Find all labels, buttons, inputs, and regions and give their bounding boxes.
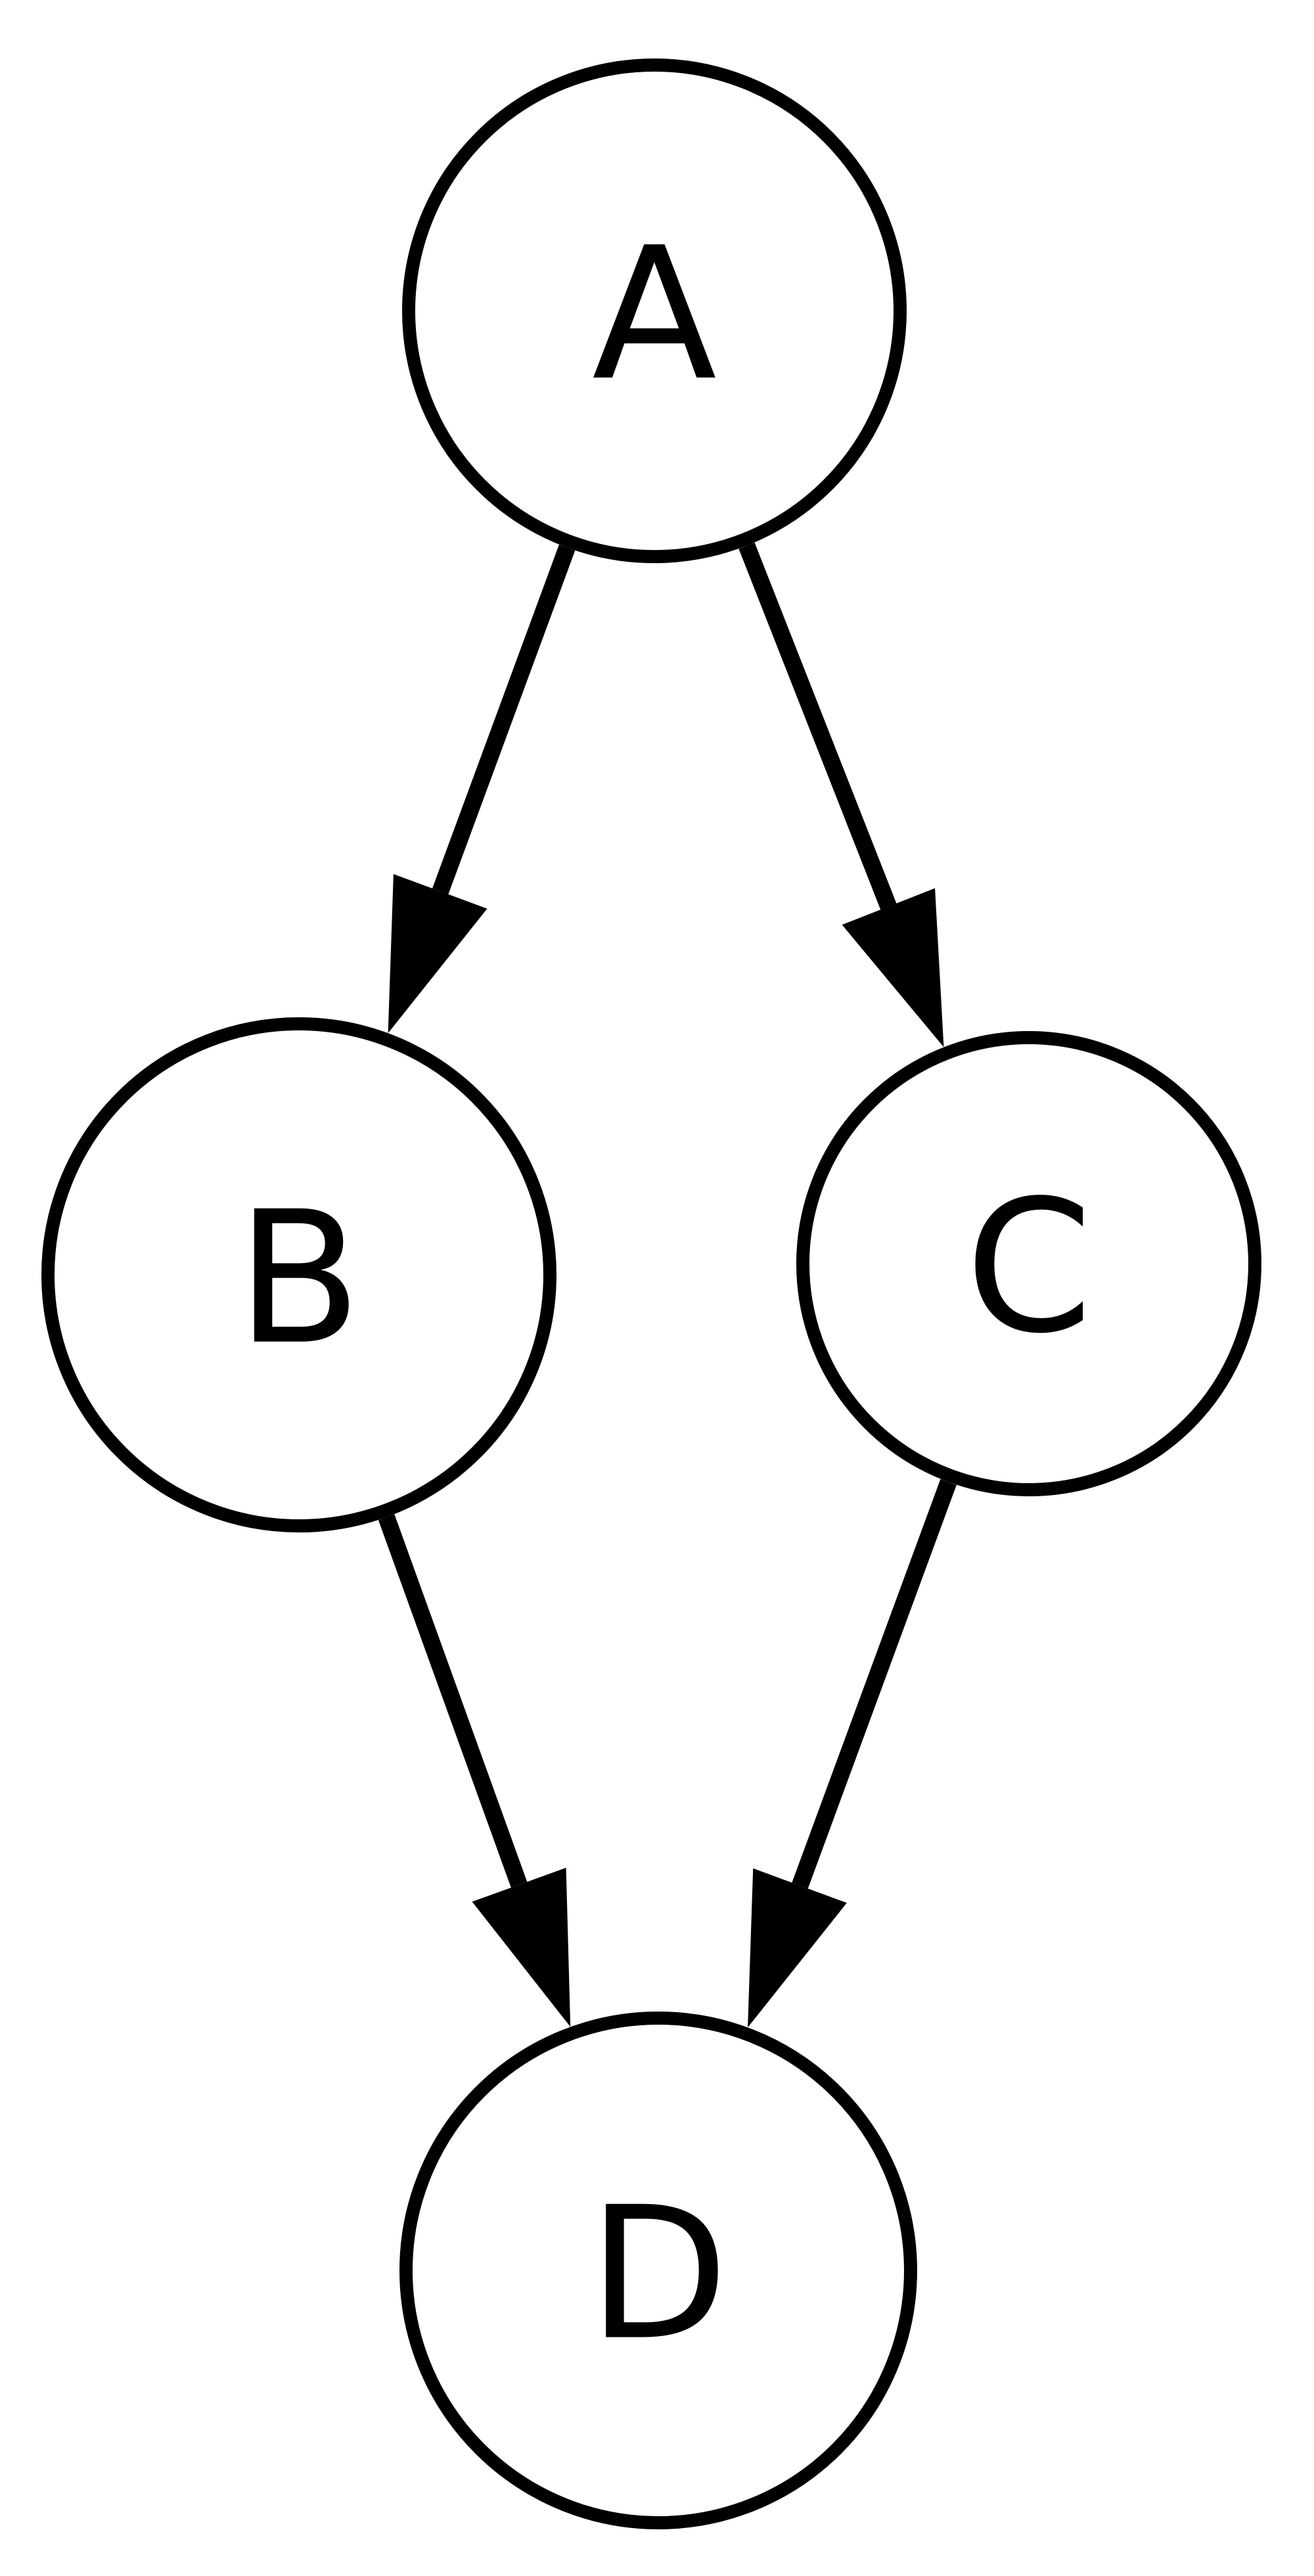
- edge-B-D-line: [378, 1514, 528, 1888]
- node-A-circle: [402, 58, 907, 563]
- node-C-label: C: [965, 1161, 1093, 1373]
- node-B-label: B: [237, 1172, 362, 1385]
- edge-A-B: [388, 544, 576, 1034]
- edge-A-C-line: [738, 542, 897, 910]
- node-B: B: [41, 1017, 556, 1532]
- arrowhead-A-C-icon: [842, 888, 944, 1047]
- arrowhead-A-B-icon: [388, 874, 487, 1034]
- node-C-circle: [796, 1031, 1261, 1496]
- node-D: D: [399, 2012, 917, 2529]
- node-D-circle: [399, 2012, 917, 2529]
- arrowhead-C-D-icon: [748, 1868, 847, 2028]
- edge-A-B-line: [432, 544, 576, 894]
- arrowhead-B-D-icon: [472, 1868, 571, 2027]
- node-A: A: [402, 58, 907, 563]
- edge-A-C: [738, 542, 944, 1047]
- node-A-label: A: [592, 208, 717, 421]
- edge-B-D: [378, 1514, 571, 2027]
- node-C: C: [796, 1031, 1261, 1496]
- node-B-circle: [41, 1017, 556, 1532]
- node-D-label: D: [588, 2167, 729, 2380]
- edge-C-D-line: [792, 1479, 957, 1889]
- edge-C-D: [748, 1479, 957, 2028]
